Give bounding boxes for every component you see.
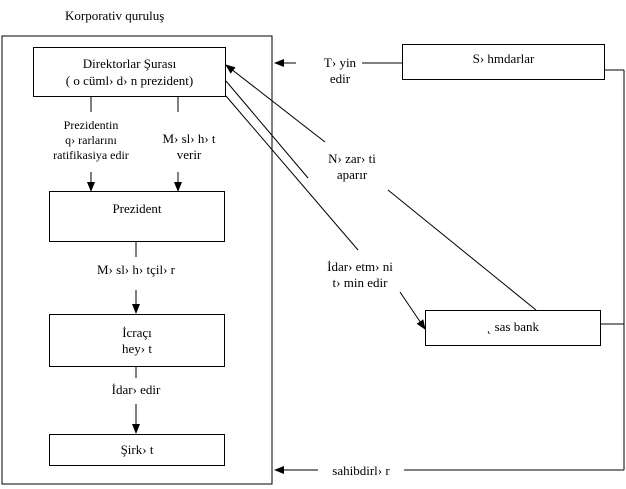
- shareholders-box: S› hmdarlar: [402, 44, 605, 80]
- advise-board-line2: verir: [176, 147, 202, 162]
- appoint-line2: edir: [329, 71, 351, 86]
- line-board-bank-manage-mid: [225, 95, 359, 251]
- advise-president-line1: M› sl› h› tçil› r: [97, 262, 175, 277]
- president-label: Prezident: [112, 201, 162, 216]
- edge-label-advise-board: M› sl› h› t verir: [144, 131, 234, 163]
- line-board-bank-manage: [225, 80, 309, 179]
- edge-label-appoint: T› yin edir: [305, 55, 375, 87]
- main-bank-box: ˛ sas bank: [425, 310, 601, 346]
- edge-label-advise-president: M› sl› h› tçil› r: [66, 262, 206, 278]
- edge-label-oversee: N› zar› ti aparır: [304, 151, 400, 183]
- ratify-line2: q› rarlarını: [65, 133, 117, 147]
- bank-label: ˛ sas bank: [487, 319, 539, 334]
- corporate-structure-frame: [1, 35, 273, 485]
- line-bank-oversee: [387, 189, 537, 311]
- bank-manage-line1: İdar› etm› ni: [327, 259, 393, 274]
- arrow-manage-bank: [399, 291, 426, 330]
- edge-label-ratify: Prezidentin q› rarlarını ratifikasiya ed…: [34, 118, 148, 163]
- board-line1: Direktorlar Şurası: [82, 56, 177, 71]
- edge-label-bank-manage: İdar› etm› ni t› min edir: [300, 259, 420, 291]
- appoint-line1: T› yin: [323, 55, 357, 70]
- manage-line1: İdar› edir: [111, 382, 161, 397]
- executive-board-box: İcraçı hey› t: [49, 314, 225, 367]
- board-of-directors-box: Direktorlar Şurası ( o cüml› d› n prezid…: [33, 47, 226, 97]
- edge-label-owns: sahibdirl› r: [318, 463, 404, 479]
- president-box: Prezident: [49, 191, 225, 242]
- executive-line1: İcraçı: [122, 325, 152, 340]
- company-label: Şirk› t: [120, 442, 154, 457]
- edge-label-manage: İdar› edir: [76, 382, 196, 398]
- advise-board-line1: M› sl› h› t: [162, 131, 216, 146]
- board-line2: ( o cüml› d› n prezident): [65, 73, 194, 88]
- arrow-oversee-board: [225, 64, 326, 143]
- executive-line2: hey› t: [122, 341, 152, 356]
- company-box: Şirk› t: [49, 434, 225, 466]
- diagram-title: Korporativ quruluş: [65, 8, 165, 23]
- bank-manage-line2: t› min edir: [332, 275, 388, 290]
- shareholders-label: S› hmdarlar: [472, 51, 535, 66]
- oversee-line2: aparır: [336, 167, 368, 182]
- owns-line1: sahibdirl› r: [332, 463, 390, 478]
- oversee-line1: N› zar› ti: [328, 151, 376, 166]
- ratify-line1: Prezidentin: [63, 118, 119, 132]
- ratify-line3: ratifikasiya edir: [53, 148, 129, 162]
